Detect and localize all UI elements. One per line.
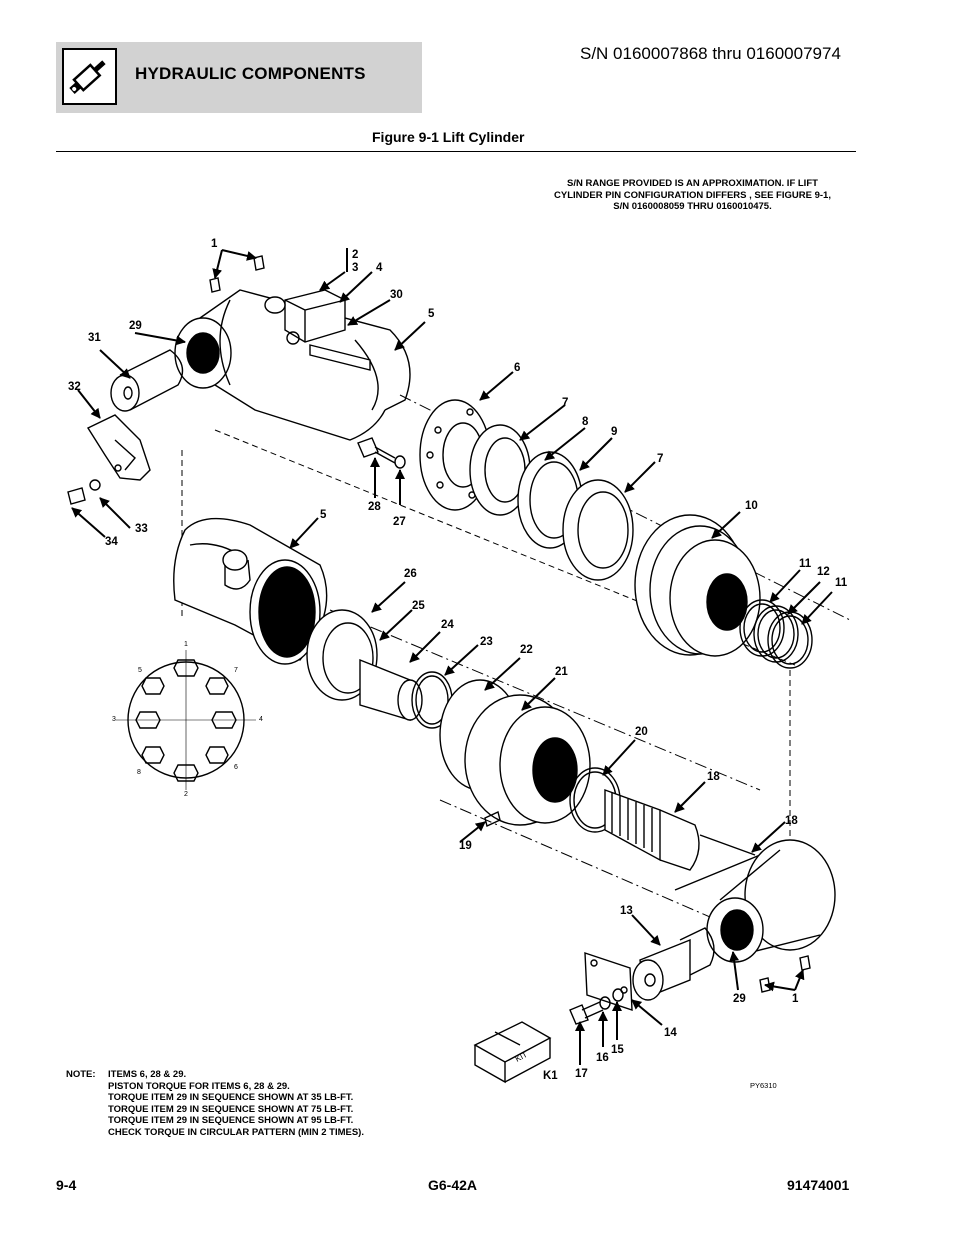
- bolt-pattern-label: 8: [137, 769, 141, 776]
- section-title: HYDRAULIC COMPONENTS: [135, 64, 366, 83]
- callout-13: 13: [620, 905, 633, 917]
- callout-10: 10: [745, 500, 758, 512]
- callout-15: 15: [611, 1044, 624, 1056]
- note-line: PISTON TORQUE FOR ITEMS 6, 28 & 29.: [108, 1080, 290, 1092]
- callout-11: 11: [799, 558, 812, 570]
- callout-1b: 1: [792, 993, 799, 1005]
- callout-20: 20: [635, 726, 648, 738]
- callout-34: 34: [105, 536, 118, 548]
- bolt-pattern-label: 2: [184, 791, 188, 798]
- page-number: 9-4: [56, 1177, 77, 1193]
- model-number: G6-42A: [428, 1177, 478, 1193]
- note-line: TORQUE ITEM 29 IN SEQUENCE SHOWN AT 35 L…: [108, 1092, 354, 1104]
- callout-18: 18: [707, 771, 720, 783]
- callout-28: 28: [368, 501, 381, 513]
- callout-k1: K1: [543, 1070, 558, 1082]
- callout-14: 14: [664, 1027, 677, 1039]
- callout-4: 4: [376, 262, 383, 274]
- callout-30: 30: [390, 289, 403, 301]
- bolt-pattern-label: 5: [138, 667, 142, 674]
- section-header: [56, 42, 422, 113]
- callout-12: 12: [817, 566, 830, 578]
- callout-25: 25: [412, 600, 425, 612]
- callout-29: 29: [129, 320, 142, 332]
- bolt-pattern-label: 3: [112, 716, 116, 723]
- callout-24: 24: [441, 619, 454, 631]
- callout-26: 26: [404, 568, 417, 580]
- callout-11b: 11: [835, 577, 848, 589]
- callout-33: 33: [135, 523, 148, 535]
- callout-23: 23: [480, 636, 493, 648]
- callout-32: 32: [68, 381, 81, 393]
- callout-29b: 29: [733, 993, 746, 1005]
- drawing-reference: PY6310: [750, 1081, 777, 1090]
- callout-5b: 5: [320, 509, 327, 521]
- serial-note: S/N RANGE PROVIDED IS AN APPROXIMATION. …: [554, 178, 831, 212]
- callout-7b: 7: [657, 453, 664, 465]
- callout-7: 7: [562, 397, 569, 409]
- serial-range: S/N 0160007868 thru 0160007974: [580, 44, 841, 63]
- callout-22: 22: [520, 644, 533, 656]
- note-line: TORQUE ITEM 29 IN SEQUENCE SHOWN AT 75 L…: [108, 1103, 354, 1115]
- note-line: CHECK TORQUE IN CIRCULAR PATTERN (MIN 2 …: [108, 1126, 364, 1138]
- bolt-pattern-label: 6: [234, 764, 238, 771]
- header-divider: [56, 151, 856, 152]
- callout-17: 17: [575, 1068, 588, 1080]
- callout-18b: 18: [785, 815, 798, 827]
- callout-6: 6: [514, 362, 521, 374]
- bolt-pattern-label: 1: [184, 641, 188, 648]
- callout-9: 9: [611, 426, 618, 438]
- figure-title: Figure 9-1 Lift Cylinder: [372, 129, 525, 145]
- callout-1: 1: [211, 238, 218, 250]
- callout-2: 2: [352, 249, 359, 261]
- callout-16: 16: [596, 1052, 609, 1064]
- callout-3: 3: [352, 262, 359, 274]
- bolt-pattern-label: 4: [259, 716, 263, 723]
- manual-part-number: 91474001: [787, 1177, 850, 1193]
- callout-5: 5: [428, 308, 435, 320]
- note-label: NOTE:: [66, 1069, 96, 1080]
- bolt-pattern-label: 7: [234, 667, 238, 674]
- note-line: ITEMS 6, 28 & 29.: [108, 1069, 187, 1080]
- callout-27: 27: [393, 516, 406, 528]
- callout-21: 21: [555, 666, 568, 678]
- hydraulic-cylinder-icon: [62, 48, 117, 105]
- note-line: TORQUE ITEM 29 IN SEQUENCE SHOWN AT 95 L…: [108, 1115, 354, 1127]
- callout-31: 31: [88, 332, 101, 344]
- callout-19: 19: [459, 840, 472, 852]
- callout-8: 8: [582, 416, 589, 428]
